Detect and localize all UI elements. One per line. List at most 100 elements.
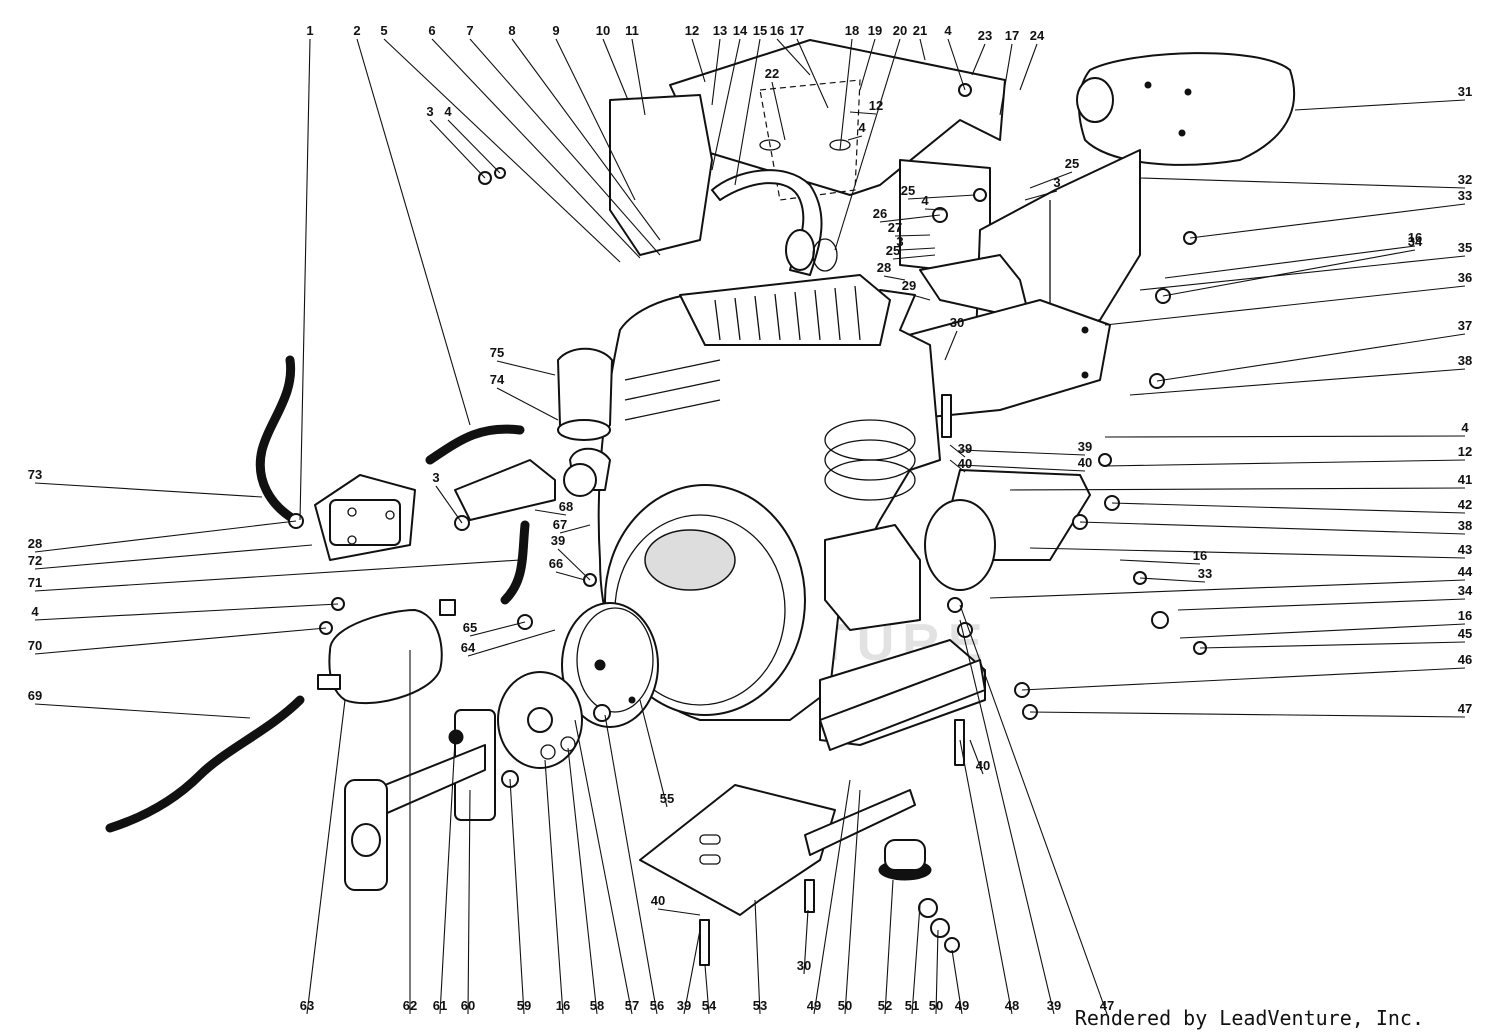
pump-bracket bbox=[454, 459, 556, 521]
leader-line bbox=[1139, 255, 1466, 291]
fuel-filter bbox=[317, 599, 456, 705]
callout-number: 35 bbox=[1458, 240, 1472, 255]
callout-number: 21 bbox=[913, 23, 927, 38]
leader-line bbox=[859, 38, 876, 91]
callout-number: 32 bbox=[1458, 172, 1472, 187]
callout-number: 15 bbox=[753, 23, 767, 38]
leader-line bbox=[34, 603, 339, 621]
callout-number: 10 bbox=[596, 23, 610, 38]
callout-number: 30 bbox=[797, 958, 811, 973]
callout-number: 53 bbox=[753, 998, 767, 1013]
callout-number: 18 bbox=[845, 23, 859, 38]
callout-number: 40 bbox=[1078, 455, 1092, 470]
leader-line bbox=[34, 520, 297, 553]
leader-line bbox=[691, 38, 706, 83]
callout-number: 24 bbox=[1030, 28, 1045, 43]
callout-number: 43 bbox=[1458, 542, 1472, 557]
callout-number: 65 bbox=[463, 620, 477, 635]
callout-number: 59 bbox=[517, 998, 531, 1013]
callout-number: 28 bbox=[28, 536, 42, 551]
callout-number: 25 bbox=[886, 243, 900, 258]
leader-line bbox=[1079, 521, 1466, 535]
callout-number: 70 bbox=[28, 638, 42, 653]
leader-line bbox=[907, 194, 976, 200]
leader-line bbox=[639, 699, 668, 808]
leader-line bbox=[469, 621, 526, 637]
callout-number: 16 bbox=[1408, 230, 1422, 245]
callout-number: 4 bbox=[921, 193, 929, 208]
leader-line bbox=[944, 330, 958, 361]
callout-number: 47 bbox=[1458, 701, 1472, 716]
leader-line bbox=[511, 38, 661, 241]
leader-line bbox=[796, 38, 829, 109]
callout-number: 72 bbox=[28, 553, 42, 568]
callout-number: 48 bbox=[1005, 998, 1019, 1013]
leader-line bbox=[555, 38, 636, 201]
callout-number: 44 bbox=[1458, 564, 1473, 579]
leader-line bbox=[919, 38, 926, 61]
leader-line bbox=[711, 38, 721, 106]
callout-number: 2 bbox=[353, 23, 360, 38]
pulley bbox=[561, 602, 659, 728]
leader-line bbox=[959, 604, 1108, 1015]
leader-lines bbox=[34, 38, 1466, 1015]
leader-line bbox=[959, 464, 1086, 472]
leader-line bbox=[734, 38, 761, 186]
leader-line bbox=[34, 482, 263, 498]
leader-line bbox=[1024, 190, 1058, 201]
leader-line bbox=[631, 38, 646, 116]
callout-number: 49 bbox=[807, 998, 821, 1013]
leader-line bbox=[34, 559, 521, 592]
callout-number: 55 bbox=[660, 791, 674, 806]
callout-number: 11 bbox=[625, 23, 639, 38]
mounting-plate bbox=[639, 784, 916, 916]
callout-number: 57 bbox=[625, 998, 639, 1013]
cooling-fins bbox=[714, 285, 861, 341]
callout-number: 17 bbox=[1005, 28, 1019, 43]
callout-number: 71 bbox=[28, 575, 42, 590]
render-credit: Rendered by LeadVenture, Inc. bbox=[1074, 1006, 1424, 1030]
callout-number: 17 bbox=[790, 23, 804, 38]
leader-line bbox=[567, 747, 598, 1015]
callout-number: 33 bbox=[1458, 188, 1472, 203]
leader-line bbox=[657, 908, 701, 916]
leader-line bbox=[803, 909, 809, 975]
callout-number: 30 bbox=[950, 315, 964, 330]
leader-line bbox=[1119, 559, 1201, 565]
leader-line bbox=[959, 619, 1055, 1015]
callout-number: 38 bbox=[1458, 518, 1472, 533]
callout-number: 20 bbox=[893, 23, 907, 38]
leader-line bbox=[602, 38, 629, 101]
callout-number: 62 bbox=[403, 998, 417, 1013]
leader-line bbox=[989, 579, 1466, 599]
leader-line bbox=[947, 38, 966, 91]
callout-number: 26 bbox=[873, 206, 887, 221]
leader-line bbox=[847, 135, 863, 141]
callout-number: 56 bbox=[650, 998, 664, 1013]
callout-number: 45 bbox=[1458, 626, 1472, 641]
callout-number: 4 bbox=[1461, 420, 1469, 435]
callout-number: 4 bbox=[31, 604, 39, 619]
leader-line bbox=[879, 214, 941, 223]
leader-line bbox=[704, 964, 710, 1015]
leader-line bbox=[534, 509, 567, 516]
leader-line bbox=[1164, 245, 1416, 279]
callout-number: 39 bbox=[677, 998, 691, 1013]
leader-line bbox=[813, 779, 851, 1015]
leader-line bbox=[467, 789, 471, 1015]
leader-line bbox=[959, 739, 1013, 1015]
callout-number: 50 bbox=[838, 998, 852, 1013]
exhaust-pipe bbox=[711, 169, 838, 276]
leader-line bbox=[1177, 598, 1466, 611]
leader-line bbox=[604, 714, 658, 1015]
callout-number: 28 bbox=[877, 260, 891, 275]
callout-number: 3 bbox=[896, 234, 903, 249]
fuel-line-lower bbox=[105, 695, 305, 833]
callout-number: 74 bbox=[490, 372, 505, 387]
leader-line bbox=[924, 208, 946, 211]
callout-number: 4 bbox=[858, 120, 866, 135]
leader-line bbox=[949, 444, 966, 458]
leader-line bbox=[951, 949, 963, 1015]
callout-number: 19 bbox=[868, 23, 882, 38]
